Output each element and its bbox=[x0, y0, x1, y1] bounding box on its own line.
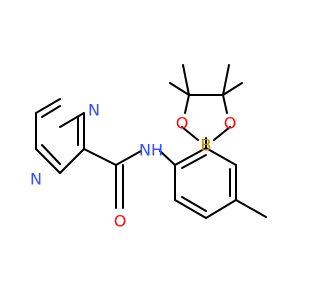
bond-left-methyl-2 bbox=[182, 64, 190, 96]
bond-methyl bbox=[235, 199, 267, 218]
bond-pyrazine-to-carbonyl bbox=[83, 148, 117, 166]
bond-n-to-aryl bbox=[159, 150, 176, 166]
atom-label-n-top: N bbox=[88, 101, 100, 120]
atom-label-o-right: O bbox=[224, 114, 237, 133]
bond-pyrazine-c6-n1 bbox=[35, 98, 61, 114]
bond-left-methyl-1 bbox=[169, 82, 190, 96]
atom-label-boron: B bbox=[201, 136, 212, 155]
bond-benzene-double-1 bbox=[181, 154, 207, 169]
bond-benzene-2-3 bbox=[205, 147, 237, 166]
bond-right-methyl-2 bbox=[222, 64, 230, 96]
bond-benzene-double-3 bbox=[181, 196, 207, 212]
atom-label-n-bottom: N bbox=[30, 170, 42, 189]
bond-benzene-5-6 bbox=[174, 199, 207, 219]
bond-right-methyl-1 bbox=[222, 82, 243, 96]
bond-pyrazine-double-2 bbox=[41, 144, 61, 165]
bond-pyrazine-n4-c5 bbox=[35, 148, 61, 174]
atom-label-o-left: O bbox=[176, 114, 189, 133]
molecule-diagram: N N NH O O O B bbox=[30, 64, 267, 231]
bond-o-right-c bbox=[222, 94, 228, 114]
bond-benzene-4-5 bbox=[205, 199, 237, 219]
bond-boron-o-right bbox=[213, 126, 231, 141]
bond-pyrazine-double-3 bbox=[41, 105, 61, 118]
atom-label-o-carbonyl: O bbox=[114, 212, 127, 231]
bond-carbonyl-c-n bbox=[115, 150, 142, 166]
molecule-structure: N N NH O O O B bbox=[30, 64, 267, 231]
atom-label-nh: NH bbox=[139, 141, 163, 160]
bond-pyrazine-n1-c2 bbox=[59, 112, 85, 128]
bond-pyrazine-c3-n4 bbox=[59, 148, 85, 174]
bond-o-left-c bbox=[184, 94, 190, 114]
bond-benzene-1-2 bbox=[174, 147, 207, 166]
bond-boron-o-left bbox=[181, 126, 199, 141]
